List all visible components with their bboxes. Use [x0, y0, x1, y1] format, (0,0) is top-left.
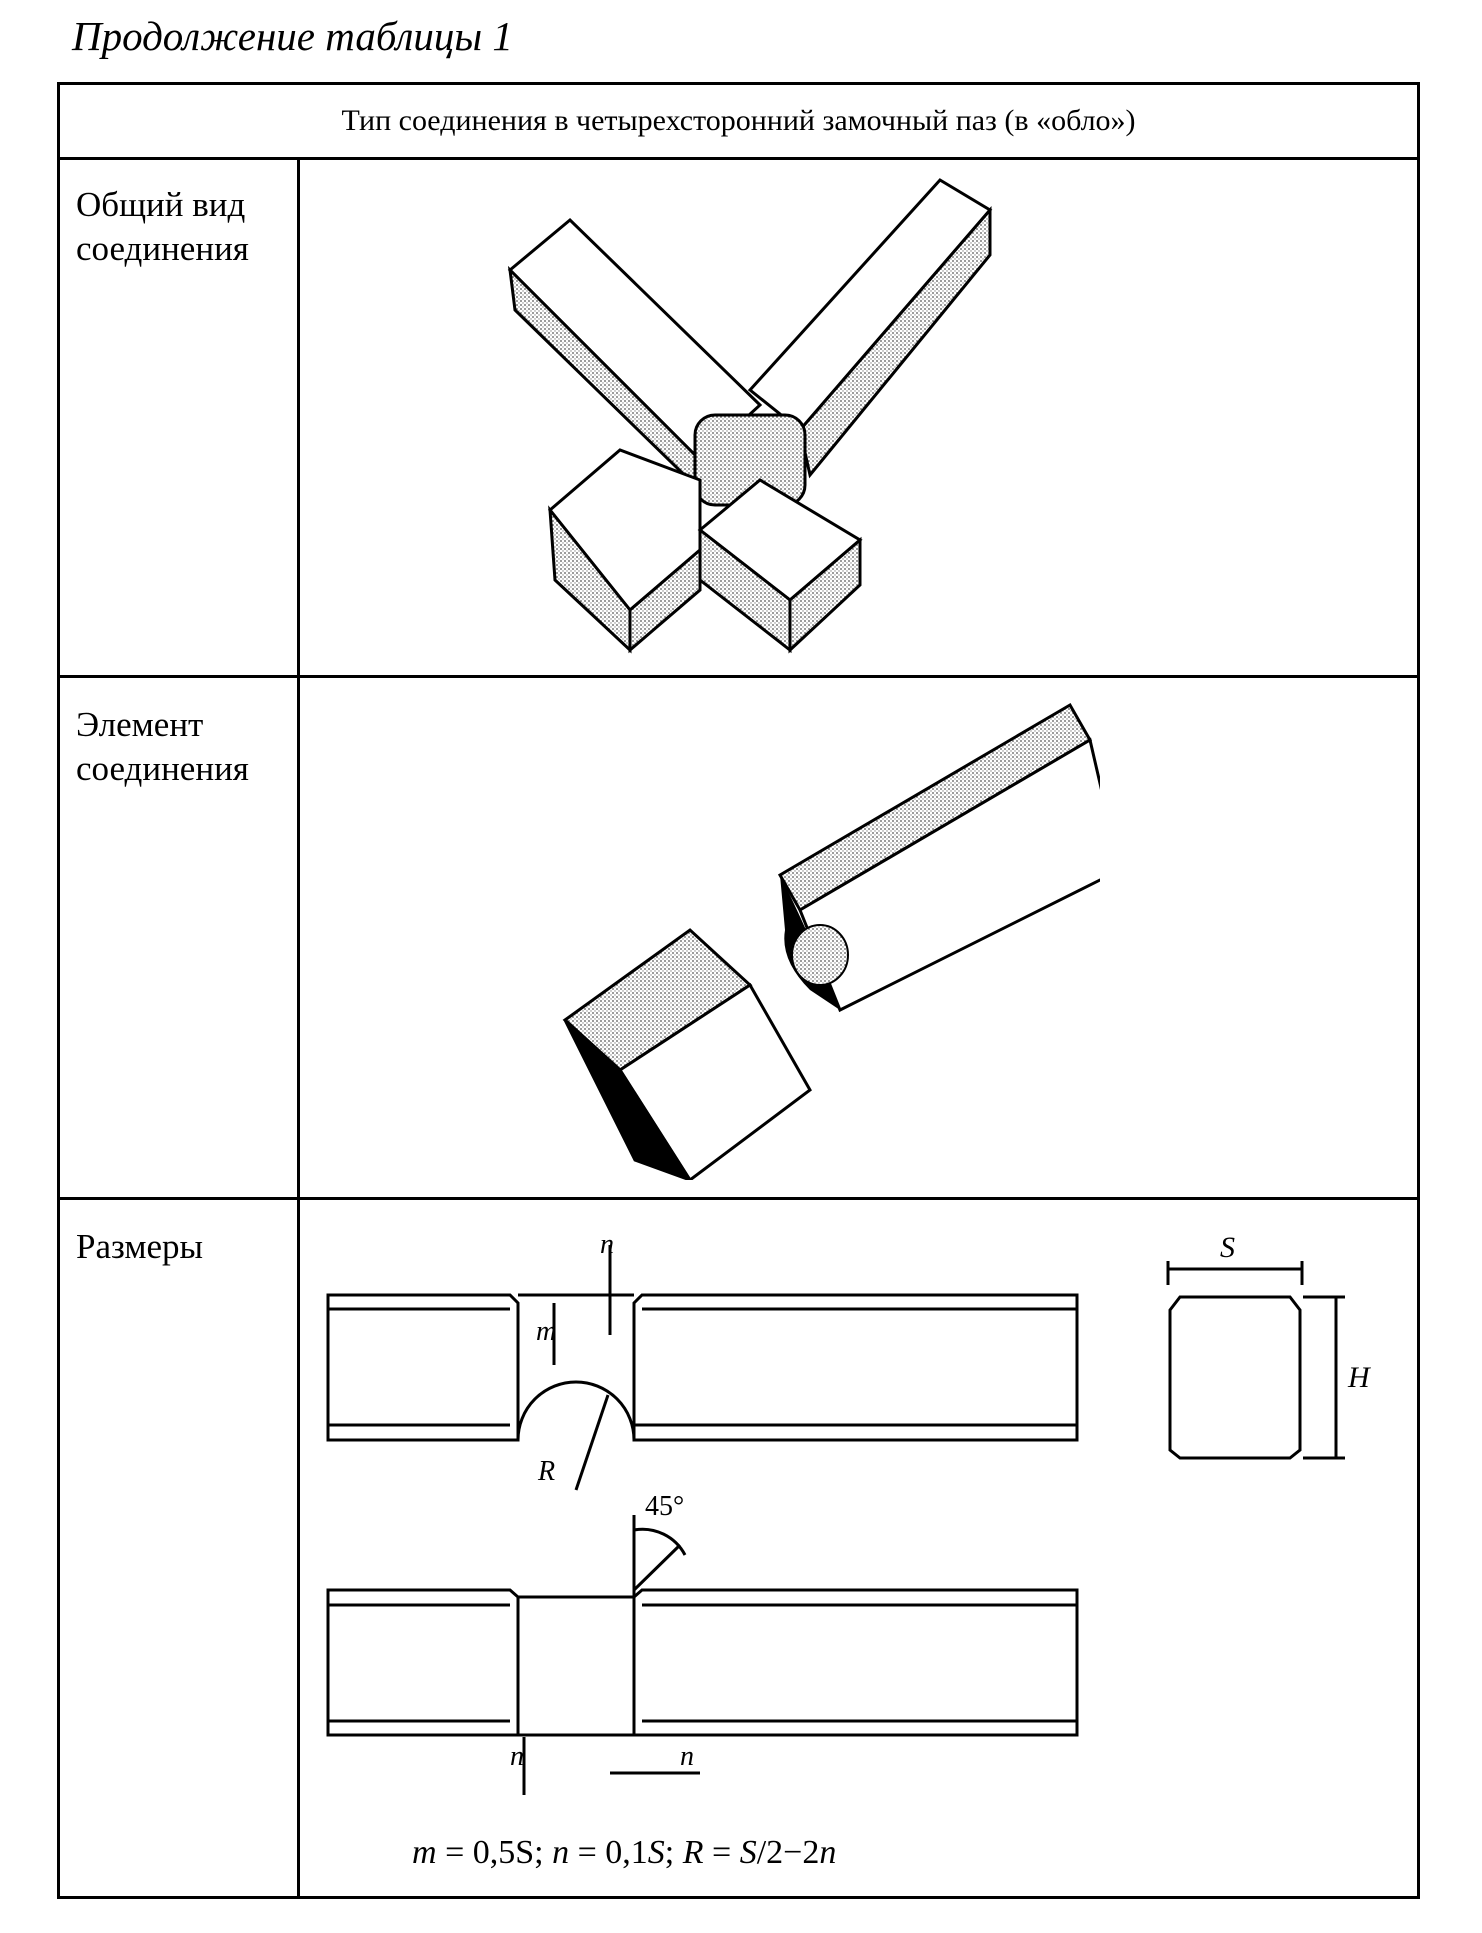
formula-part: ;: [664, 1834, 683, 1871]
side-view-top: [326, 1245, 1079, 1491]
row-label-line: соединения: [76, 749, 249, 788]
column-divider: [297, 160, 300, 1899]
dim-label-r: R: [537, 1456, 555, 1487]
row-label-element: Элемент соединения: [76, 703, 296, 791]
row-label-line: Общий вид: [76, 185, 246, 224]
dim-label-n-bottom: n: [510, 1741, 524, 1772]
row-label-dimensions: Размеры: [76, 1225, 296, 1269]
joint-general-view-illustration: [507, 178, 993, 654]
divider: [60, 675, 1417, 678]
side-view-bottom: [326, 1515, 1079, 1795]
formula-part: n: [552, 1834, 570, 1871]
formula-part: =: [703, 1834, 740, 1871]
dim-label-h: H: [1347, 1361, 1372, 1394]
divider: [60, 1197, 1417, 1200]
table-header: Тип соединения в четырехсторонний замочн…: [341, 104, 1136, 137]
divider: [60, 157, 1417, 160]
dimension-drawings: n m R S H 45° n n: [326, 1229, 1372, 1795]
dim-label-n-bottom-right: n: [680, 1741, 694, 1772]
formula-part: S: [647, 1834, 665, 1871]
formula-part: n: [819, 1834, 837, 1871]
row-label-line: соединения: [76, 229, 249, 268]
formula-part: R: [682, 1834, 704, 1871]
dim-label-n: n: [600, 1229, 614, 1260]
row-label-line: Размеры: [76, 1227, 204, 1266]
formula-part: /2−2: [756, 1834, 820, 1871]
joint-table: Тип соединения в четырехсторонний замочн…: [57, 82, 1420, 1899]
table-caption: Продолжение таблицы 1: [72, 13, 513, 59]
dimension-formula: m = 0,5S; n = 0,1S; R = S/2−2n: [412, 1834, 836, 1872]
formula-part: = 0,1: [569, 1834, 648, 1871]
cross-section: [1166, 1261, 1345, 1460]
joint-element-illustration: [562, 702, 1100, 1180]
formula-part: = 0,5S;: [436, 1834, 553, 1871]
formula-part: S: [739, 1834, 757, 1871]
row-label-line: Элемент: [76, 705, 204, 744]
dim-label-angle: 45°: [645, 1491, 684, 1522]
formula-part: m: [412, 1834, 437, 1871]
row-label-general-view: Общий вид соединения: [76, 183, 296, 271]
dim-label-m: m: [536, 1316, 556, 1347]
dim-label-s: S: [1220, 1231, 1235, 1264]
